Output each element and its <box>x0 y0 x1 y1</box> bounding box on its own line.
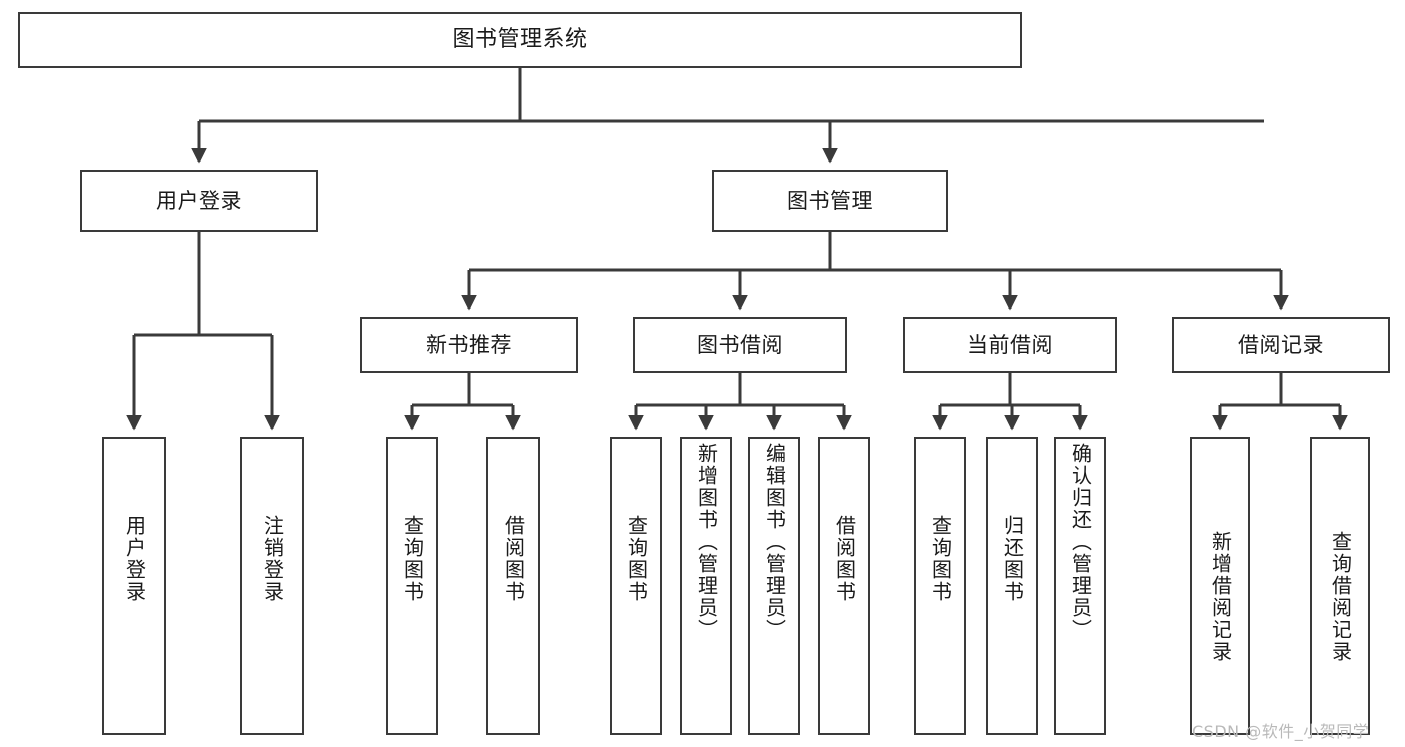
node-book-borrow-label: 图书借阅 <box>697 332 783 357</box>
node-book-manage[interactable]: 图书管理 <box>712 170 948 232</box>
node-leaf-logout-label: 注销登录 <box>260 515 285 603</box>
node-leaf-return-book-label: 归还图书 <box>1000 515 1025 603</box>
node-leaf-confirm-return[interactable]: 确认归还（管理员） <box>1054 437 1106 735</box>
node-new-book-rec-label: 新书推荐 <box>426 332 512 357</box>
node-leaf-confirm-return-label: 确认归还（管理员） <box>1068 443 1093 641</box>
node-book-manage-label: 图书管理 <box>787 188 873 213</box>
node-leaf-borrow-book-1-label: 借阅图书 <box>501 515 526 603</box>
node-leaf-query-book-2-label: 查询图书 <box>624 515 649 603</box>
node-root-label: 图书管理系统 <box>452 27 588 53</box>
node-leaf-query-book-1-label: 查询图书 <box>400 515 425 603</box>
node-current-borrow[interactable]: 当前借阅 <box>903 317 1117 373</box>
node-book-borrow[interactable]: 图书借阅 <box>633 317 847 373</box>
node-borrow-record[interactable]: 借阅记录 <box>1172 317 1390 373</box>
node-leaf-borrow-book-1[interactable]: 借阅图书 <box>486 437 540 735</box>
node-leaf-query-book-1[interactable]: 查询图书 <box>386 437 438 735</box>
node-current-borrow-label: 当前借阅 <box>967 332 1053 357</box>
node-leaf-add-book[interactable]: 新增图书（管理员） <box>680 437 732 735</box>
node-leaf-query-record-label: 查询借阅记录 <box>1328 531 1353 663</box>
csdn-watermark: CSDN @软件_小贺同学 <box>1192 722 1370 741</box>
node-leaf-logout[interactable]: 注销登录 <box>240 437 304 735</box>
node-leaf-edit-book-label: 编辑图书（管理员） <box>762 443 787 641</box>
node-leaf-add-record-label: 新增借阅记录 <box>1208 531 1233 663</box>
node-leaf-user-login-label: 用户登录 <box>122 515 147 603</box>
node-leaf-add-record[interactable]: 新增借阅记录 <box>1190 437 1250 735</box>
node-leaf-user-login[interactable]: 用户登录 <box>102 437 166 735</box>
node-borrow-record-label: 借阅记录 <box>1238 332 1324 357</box>
node-leaf-add-book-label: 新增图书（管理员） <box>694 443 719 641</box>
node-leaf-borrow-book-2-label: 借阅图书 <box>832 515 857 603</box>
node-leaf-query-book-2[interactable]: 查询图书 <box>610 437 662 735</box>
node-root[interactable]: 图书管理系统 <box>18 12 1022 68</box>
node-leaf-query-book-3-label: 查询图书 <box>928 515 953 603</box>
node-leaf-query-book-3[interactable]: 查询图书 <box>914 437 966 735</box>
node-leaf-return-book[interactable]: 归还图书 <box>986 437 1038 735</box>
node-leaf-edit-book[interactable]: 编辑图书（管理员） <box>748 437 800 735</box>
node-leaf-borrow-book-2[interactable]: 借阅图书 <box>818 437 870 735</box>
node-user-login-label: 用户登录 <box>156 188 242 213</box>
node-user-login[interactable]: 用户登录 <box>80 170 318 232</box>
node-new-book-rec[interactable]: 新书推荐 <box>360 317 578 373</box>
node-leaf-query-record[interactable]: 查询借阅记录 <box>1310 437 1370 735</box>
